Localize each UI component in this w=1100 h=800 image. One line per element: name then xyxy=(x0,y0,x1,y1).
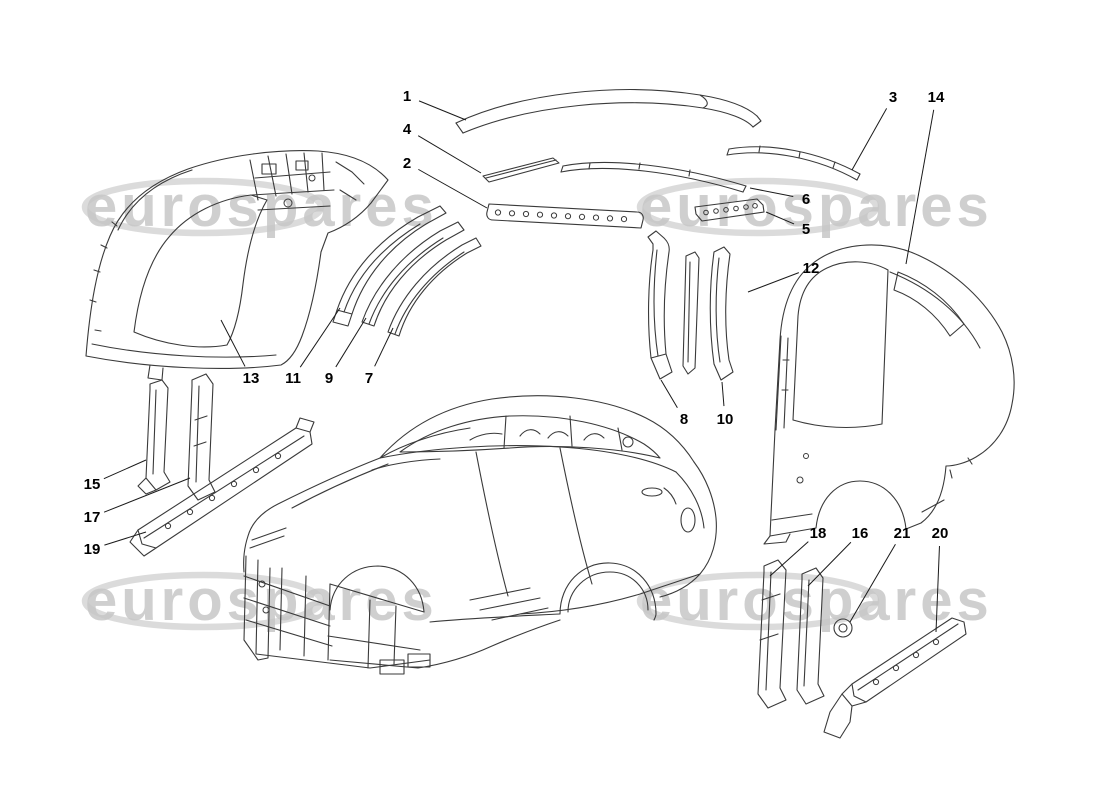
callout-20: 20 xyxy=(932,525,949,542)
callout-7: 7 xyxy=(365,370,373,387)
callout-9: 9 xyxy=(325,370,333,387)
part-17-pillar xyxy=(187,373,216,501)
part-13-body-side-frame xyxy=(85,150,389,381)
leader-line-17 xyxy=(103,477,191,513)
leader-line-19 xyxy=(104,531,147,546)
part-2-bar xyxy=(486,203,644,229)
callout-1: 1 xyxy=(403,88,411,105)
watermark-text: eurospares xyxy=(640,174,993,239)
car-body-shell xyxy=(243,395,717,675)
watermark-text: eurospares xyxy=(85,174,438,239)
part-8-pillar xyxy=(647,230,673,380)
callout-2: 2 xyxy=(403,155,411,172)
watermark-swoosh-icon xyxy=(636,571,880,631)
leader-line-13 xyxy=(220,319,246,367)
line-art-layer xyxy=(85,89,1015,739)
part-3-rail xyxy=(726,145,861,181)
leader-line-4 xyxy=(417,135,482,174)
watermark-text: eurospares xyxy=(85,568,438,633)
part-16-pillar xyxy=(796,567,825,705)
callout-12: 12 xyxy=(803,260,820,277)
part-21-grommet xyxy=(833,618,853,638)
part-4-rail xyxy=(482,157,560,183)
callout-17: 17 xyxy=(84,509,101,526)
leader-line-5 xyxy=(765,211,795,225)
callout-13: 13 xyxy=(243,370,260,387)
callout-16: 16 xyxy=(852,525,869,542)
callout-18: 18 xyxy=(810,525,827,542)
callout-14: 14 xyxy=(928,89,945,106)
part-10-pillar xyxy=(709,246,734,381)
leader-line-9 xyxy=(335,317,367,368)
watermark-swoosh-icon xyxy=(636,177,880,237)
leader-line-21 xyxy=(849,543,896,623)
callout-4: 4 xyxy=(403,121,412,138)
callout-8: 8 xyxy=(680,411,688,428)
leader-line-3 xyxy=(851,108,888,171)
part-roof-panel xyxy=(455,89,762,134)
callout-15: 15 xyxy=(84,476,101,493)
part-18-pillar xyxy=(757,559,787,709)
callout-11: 11 xyxy=(285,370,301,387)
part-5-rail xyxy=(694,198,765,222)
leader-line-6 xyxy=(749,187,794,197)
part-7-pillar xyxy=(387,237,482,337)
part-14-body-side-outer xyxy=(763,244,1015,545)
leader-line-15 xyxy=(103,459,147,480)
callout-3: 3 xyxy=(889,89,897,106)
leader-line-11 xyxy=(299,307,341,368)
part-15-pillar xyxy=(137,379,171,495)
leader-line-20 xyxy=(935,545,940,633)
callout-21: 21 xyxy=(894,525,911,542)
leader-line-10 xyxy=(721,381,725,407)
callout-5: 5 xyxy=(802,221,810,238)
callout-10: 10 xyxy=(717,411,734,428)
callout-19: 19 xyxy=(84,541,101,558)
leader-line-16 xyxy=(807,541,852,587)
part-19-sill xyxy=(129,417,315,557)
callout-6: 6 xyxy=(802,191,810,208)
leader-line-7 xyxy=(374,327,394,367)
leader-line-1 xyxy=(418,100,467,121)
part-mid-pillar xyxy=(682,251,700,375)
watermark-swoosh-icon xyxy=(81,571,325,631)
leader-line-12 xyxy=(747,272,800,293)
leader-line-8 xyxy=(660,379,678,409)
leader-line-2 xyxy=(418,168,488,209)
part-6-rail xyxy=(560,161,747,193)
leader-line-14 xyxy=(905,109,935,265)
leader-line-18 xyxy=(769,541,809,577)
part-9-pillar xyxy=(361,221,465,327)
part-20-sill xyxy=(823,617,967,739)
